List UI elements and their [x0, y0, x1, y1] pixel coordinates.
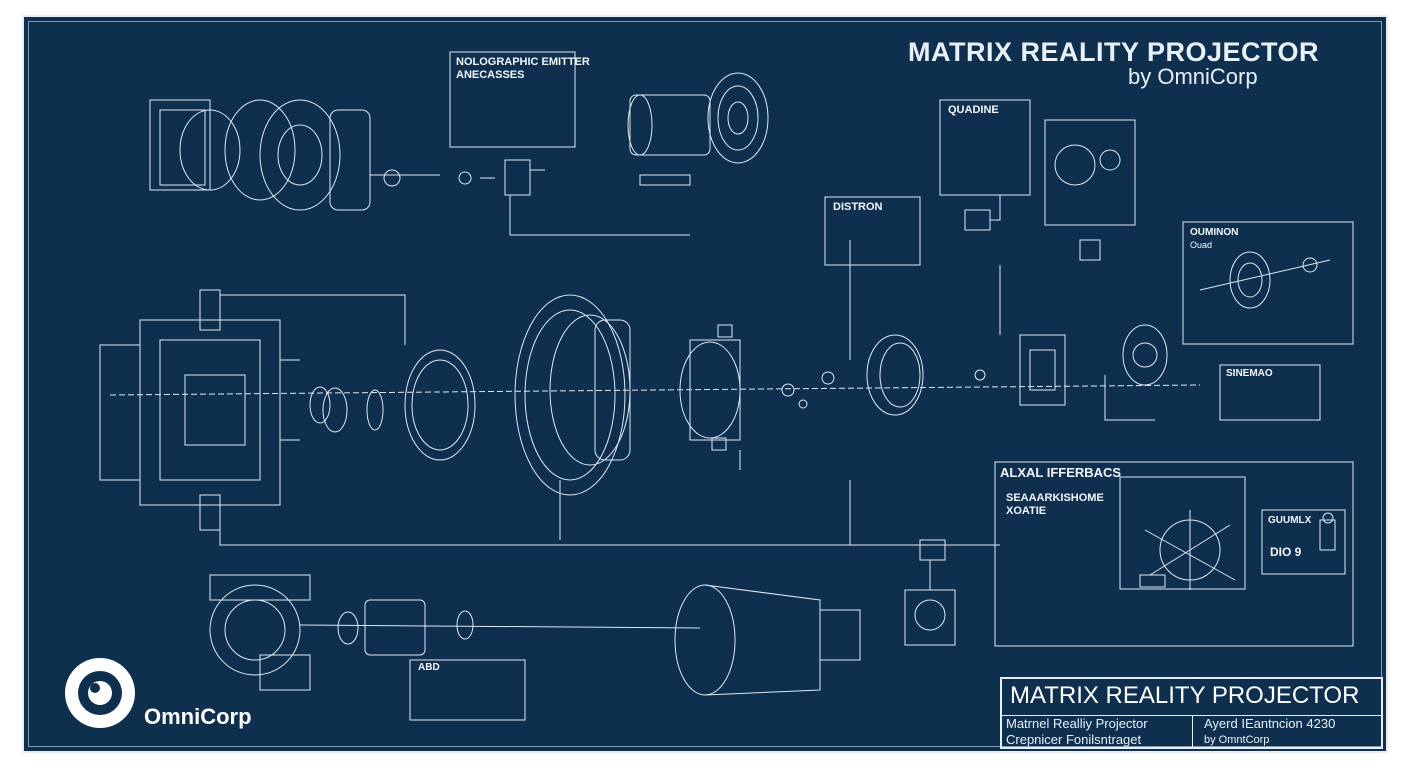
callout-ouminon-sub: Ouad: [1190, 240, 1213, 250]
top-center-lens: [627, 72, 769, 186]
page-subtitle: by OmniCorp: [1128, 64, 1258, 89]
callout-alxal-title: ALXAL IFFERBACS: [1000, 465, 1122, 480]
title-block: [1000, 677, 1383, 749]
callout-holo-emitter-subtitle: ANECASSES: [456, 69, 525, 81]
large-ring: [514, 294, 631, 496]
title-block-right1: Ayerd IEantncion 4230: [1204, 716, 1336, 731]
callout-alxal-sub2: XOATIE: [1006, 505, 1047, 517]
bottom-cylinder: [674, 584, 861, 696]
title-block-right2: by OmntCorp: [1204, 734, 1270, 746]
top-left-assembly: [149, 99, 495, 211]
title-block-title: MATRIX REALITY PROJECTOR: [1010, 682, 1360, 709]
callout-guumlx-value: DIO 9: [1270, 545, 1302, 559]
title-block-line2: Crepnicer Fonilsntraget: [1006, 732, 1142, 747]
callout-alxal-sub: SEAAARKISHOME: [1006, 492, 1104, 504]
callout-guumlx-title: GUUMLX: [1268, 515, 1312, 526]
middle-mechanism: [679, 324, 835, 451]
callout-holo-emitter-title: NOLOGRAPHIC EMITTER: [456, 56, 590, 68]
left-housing: [99, 289, 300, 531]
callout-quadine-title: QUADINE: [948, 104, 999, 116]
omnicorp-logo-mark: [65, 658, 135, 728]
callout-sinemao-title: SINEMAO: [1226, 368, 1273, 379]
bottom-left-fan: [209, 574, 311, 691]
inner-border: [28, 21, 1382, 747]
title-block-line1: Matrnel Realliy Projector: [1006, 716, 1148, 731]
logo-text: OmniCorp: [144, 704, 252, 729]
page-title: MATRIX REALITY PROJECTOR: [908, 37, 1320, 67]
blueprint-sheet: [22, 15, 1388, 753]
callout-ouminon-title: OUMINON: [1190, 227, 1239, 238]
callout-distron-title: DISTRON: [833, 201, 883, 213]
callout-abd-title: ABD: [418, 662, 440, 673]
